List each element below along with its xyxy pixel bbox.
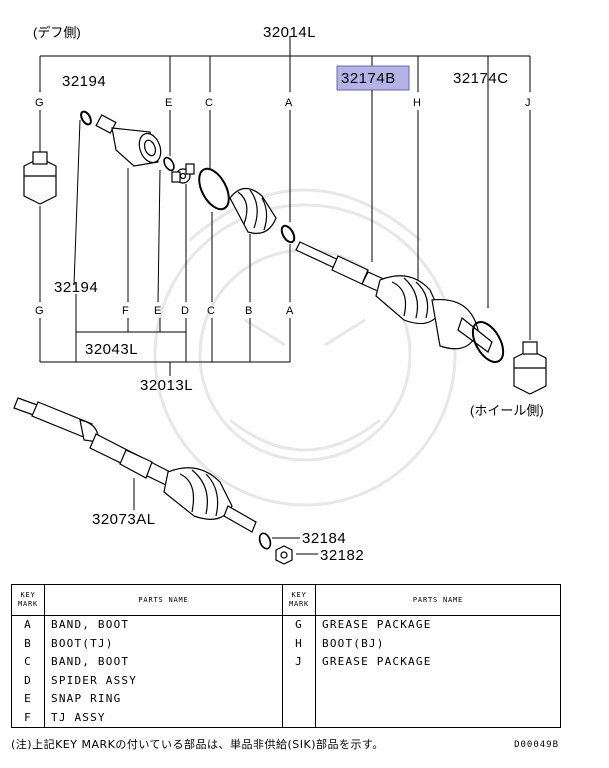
part-number-32014L: 32014L — [263, 24, 316, 41]
key-mark-a-top: A — [285, 97, 293, 109]
key-mark-h-top: H — [413, 97, 421, 109]
diff-side-label: (デフ側) — [33, 25, 81, 40]
band-boot-c — [198, 167, 230, 211]
key-mark-cell — [282, 708, 316, 728]
part-number-32174B: 32174B — [341, 70, 396, 87]
parts-name-cell: BAND, BOOT — [44, 652, 283, 672]
band-boot-a — [280, 224, 296, 244]
key-mark-cell: B — [11, 634, 45, 653]
key-mark-cell: E — [11, 689, 45, 709]
key-mark-cell: J — [282, 652, 316, 672]
key-mark-b-bottom: B — [245, 305, 252, 317]
table-row: E SNAP RING — [11, 689, 561, 709]
parts-name-cell: SPIDER ASSY — [44, 671, 283, 690]
key-mark-c-top: C — [205, 97, 213, 109]
parts-name-cell — [315, 689, 561, 709]
part-number-32174C: 32174C — [453, 70, 509, 87]
snap-ring-32194 — [80, 110, 92, 126]
grease-package-left — [23, 151, 57, 205]
band-32174c — [471, 321, 505, 363]
key-mark-cell — [282, 671, 316, 690]
parts-name-cell: BOOT(TJ) — [44, 634, 283, 653]
parts-name-cell: GREASE PACKAGE — [315, 615, 561, 635]
nut-32182 — [275, 545, 293, 565]
parts-name-cell: BOOT(BJ) — [315, 634, 561, 653]
part-number-32182: 32182 — [320, 547, 364, 564]
part-number-32194-top: 32194 — [62, 73, 106, 90]
key-mark-cell: G — [282, 615, 316, 635]
watermark-emblem — [153, 188, 457, 507]
drive-shaft-diagram: (デフ側) (ホイール側) 32014L 32194 32174B 32174C… — [13, 24, 547, 565]
parts-name-header-left: PARTS NAME — [44, 584, 283, 616]
lower-shaft-assembly — [13, 397, 257, 533]
parts-name-cell: GREASE PACKAGE — [315, 652, 561, 672]
key-mark-cell: F — [11, 708, 45, 728]
key-mark-cell — [282, 689, 316, 709]
key-mark-cell: D — [11, 671, 45, 690]
spider-assy — [171, 163, 195, 184]
key-mark-g-bottom: G — [35, 305, 44, 317]
part-number-32043L: 32043L — [85, 341, 138, 358]
bottom-bracket-lines — [39, 168, 291, 376]
table-row: F TJ ASSY — [11, 708, 561, 728]
key-mark-d-bottom: D — [181, 305, 189, 317]
part-number-32194-bottom: 32194 — [54, 279, 98, 296]
tj-housing — [95, 114, 162, 167]
washer-32184 — [258, 532, 272, 550]
parts-name-cell: BAND, BOOT — [44, 615, 283, 635]
part-number-32073AL: 32073AL — [92, 511, 156, 528]
parts-name-cell — [315, 671, 561, 690]
key-mark-g-top: G — [35, 97, 44, 109]
parts-name-cell: TJ ASSY — [44, 708, 283, 728]
parts-name-cell — [315, 708, 561, 728]
part-number-highlight — [336, 65, 410, 91]
key-mark-a-bottom: A — [286, 305, 294, 317]
parts-name-cell: SNAP RING — [44, 689, 283, 709]
key-mark-j-top: J — [525, 97, 531, 109]
key-mark-f-bottom: F — [122, 305, 129, 317]
part-number-32184: 32184 — [302, 530, 346, 547]
snap-ring-e — [163, 156, 175, 172]
key-mark-e-top: E — [165, 97, 172, 109]
key-mark-c-bottom: C — [207, 305, 215, 317]
boot-tj — [229, 187, 277, 234]
top-leader-lines — [39, 72, 531, 340]
key-mark-cell: A — [11, 615, 45, 635]
parts-name-header-right: PARTS NAME — [315, 584, 561, 616]
key-mark-e-bottom: E — [154, 305, 161, 317]
table-row: B BOOT(TJ) H BOOT(BJ) — [11, 634, 561, 653]
diagram-code: D00049B — [514, 740, 559, 750]
table-row: D SPIDER ASSY — [11, 671, 561, 690]
grease-package-right — [513, 341, 547, 395]
key-mark-cell: H — [282, 634, 316, 653]
upper-shaft-bj — [295, 241, 493, 353]
key-mark-cell: C — [11, 652, 45, 672]
part-number-32013L: 32013L — [140, 377, 193, 394]
wheel-side-label: (ホイール側) — [470, 403, 544, 418]
table-row: C BAND, BOOT J GREASE PACKAGE — [11, 652, 561, 672]
footnote: (注)上記KEY MARKの付いている部品は、単品非供給(SIK)部品を示す。 — [11, 738, 384, 751]
table-row: A BAND, BOOT G GREASE PACKAGE — [11, 615, 561, 635]
